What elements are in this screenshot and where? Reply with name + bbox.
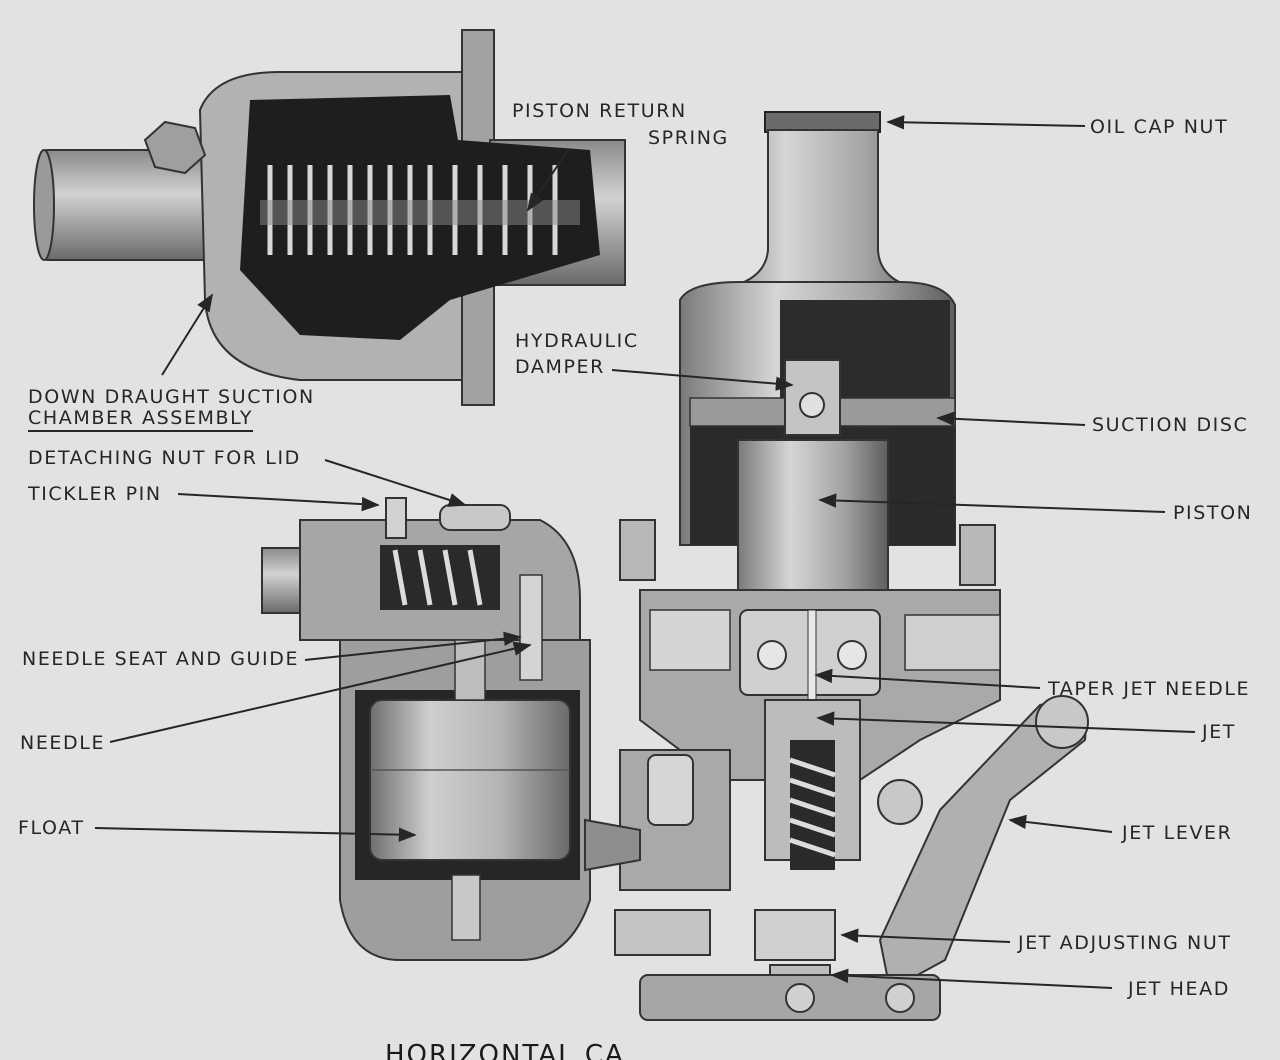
arrow-down-draught bbox=[161, 293, 213, 376]
label-suction-disc: SUCTION DISC bbox=[1092, 414, 1249, 436]
arrow-jet-head bbox=[830, 968, 1113, 989]
label-oil-cap-nut: OIL CAP NUT bbox=[1090, 116, 1229, 138]
label-needle: NEEDLE bbox=[20, 732, 106, 754]
arrow-needle-seat bbox=[304, 631, 522, 661]
label-tickler-pin: TICKLER PIN bbox=[28, 483, 162, 505]
label-needle-seat: NEEDLE SEAT AND GUIDE bbox=[22, 648, 300, 670]
arrow-jet bbox=[816, 711, 1196, 733]
float-chamber bbox=[261, 497, 641, 961]
arrow-piston bbox=[818, 493, 1166, 513]
label-piston-return-spring-l1: PISTON RETURN bbox=[512, 100, 687, 122]
arrow-suction-disc bbox=[936, 411, 1086, 426]
label-float: FLOAT bbox=[18, 817, 85, 839]
label-hydraulic-damper-l1: HYDRAULIC bbox=[515, 330, 639, 352]
arrow-jet-lever bbox=[1008, 814, 1113, 833]
arrow-hydraulic-damper bbox=[611, 369, 794, 391]
arrow-needle bbox=[109, 641, 532, 743]
label-jet-lever: JET LEVER bbox=[1122, 822, 1233, 844]
label-jet-head: JET HEAD bbox=[1128, 978, 1230, 1000]
label-hydraulic-damper-l2: DAMPER bbox=[515, 356, 605, 378]
main-carburettor-body bbox=[614, 111, 1089, 1021]
figure-caption: HORIZONTAL CA bbox=[385, 1040, 625, 1060]
label-jet-adjusting-nut: JET ADJUSTING NUT bbox=[1018, 932, 1232, 954]
label-down-draught-l2: CHAMBER ASSEMBLY bbox=[28, 407, 254, 432]
label-down-draught-l1: DOWN DRAUGHT SUCTION bbox=[28, 386, 315, 408]
label-piston-return-spring-l2: SPRING bbox=[648, 127, 729, 149]
suction-chamber-assembly bbox=[33, 29, 626, 406]
leader-arrows bbox=[94, 115, 1196, 989]
label-detaching-nut: DETACHING NUT FOR LID bbox=[28, 447, 301, 469]
arrow-float bbox=[94, 827, 417, 842]
arrow-taper-jet-needle bbox=[814, 668, 1041, 689]
arrow-oil-cap-nut bbox=[886, 115, 1086, 130]
label-piston: PISTON bbox=[1173, 502, 1253, 524]
label-taper-jet-needle: TAPER JET NEEDLE bbox=[1048, 678, 1251, 700]
arrow-jet-adjusting-nut bbox=[840, 928, 1011, 943]
label-jet: JET bbox=[1202, 721, 1237, 743]
arrow-detaching-nut bbox=[324, 459, 467, 507]
arrow-piston-return-spring bbox=[527, 149, 569, 212]
arrow-tickler-pin bbox=[177, 493, 380, 512]
